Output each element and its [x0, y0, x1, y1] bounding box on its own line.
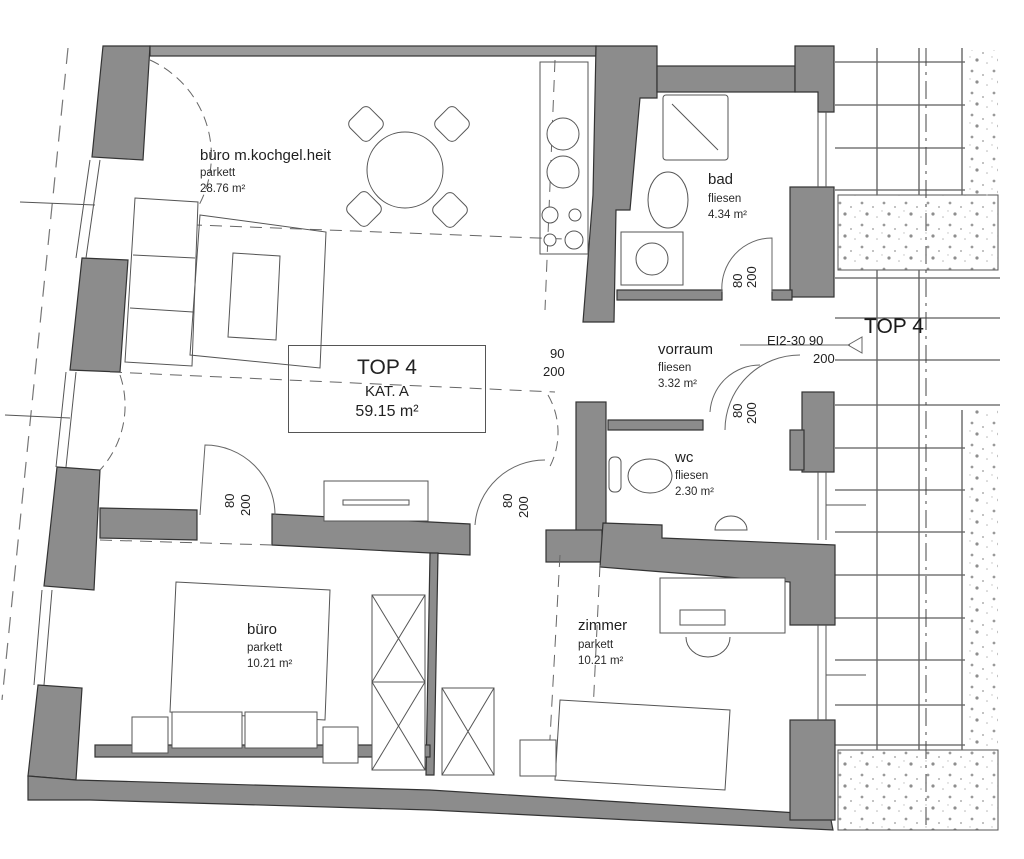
room-floor: parkett [578, 639, 614, 651]
room-name: vorraum [658, 341, 714, 358]
room-area: 3.32 m² [658, 378, 697, 390]
room-name: wc [675, 449, 694, 466]
unit-title: TOP 4 [357, 356, 417, 379]
room-area: 10.21 m² [247, 658, 293, 670]
room-name: zimmer [578, 617, 628, 634]
unit-total-area: 59.15 m² [355, 403, 419, 420]
room-floor: fliesen [675, 470, 709, 482]
room-area: 10.21 m² [578, 655, 624, 667]
walls [27, 45, 836, 831]
room-floor: fliesen [708, 193, 742, 205]
unit-category: KAT. A [365, 383, 409, 400]
room-area: 28.76 m² [200, 183, 246, 195]
furniture [124, 61, 786, 791]
windows [4, 112, 866, 720]
room-floor: parkett [247, 642, 283, 654]
terrace-grid [835, 48, 1000, 831]
unit-summary-box: TOP 4 KAT. A 59.15 m² [288, 345, 486, 433]
room-area: 2.30 m² [675, 486, 714, 498]
room-floor: parkett [200, 167, 236, 179]
room-name: büro [247, 621, 278, 638]
room-floor: fliesen [658, 362, 692, 374]
property-line [1, 47, 69, 701]
room-name: bad [708, 171, 734, 188]
room-name: büro m.kochgel.heit [200, 147, 331, 164]
room-area: 4.34 m² [708, 209, 747, 221]
corridor-unit-label: TOP 4 [864, 315, 924, 338]
